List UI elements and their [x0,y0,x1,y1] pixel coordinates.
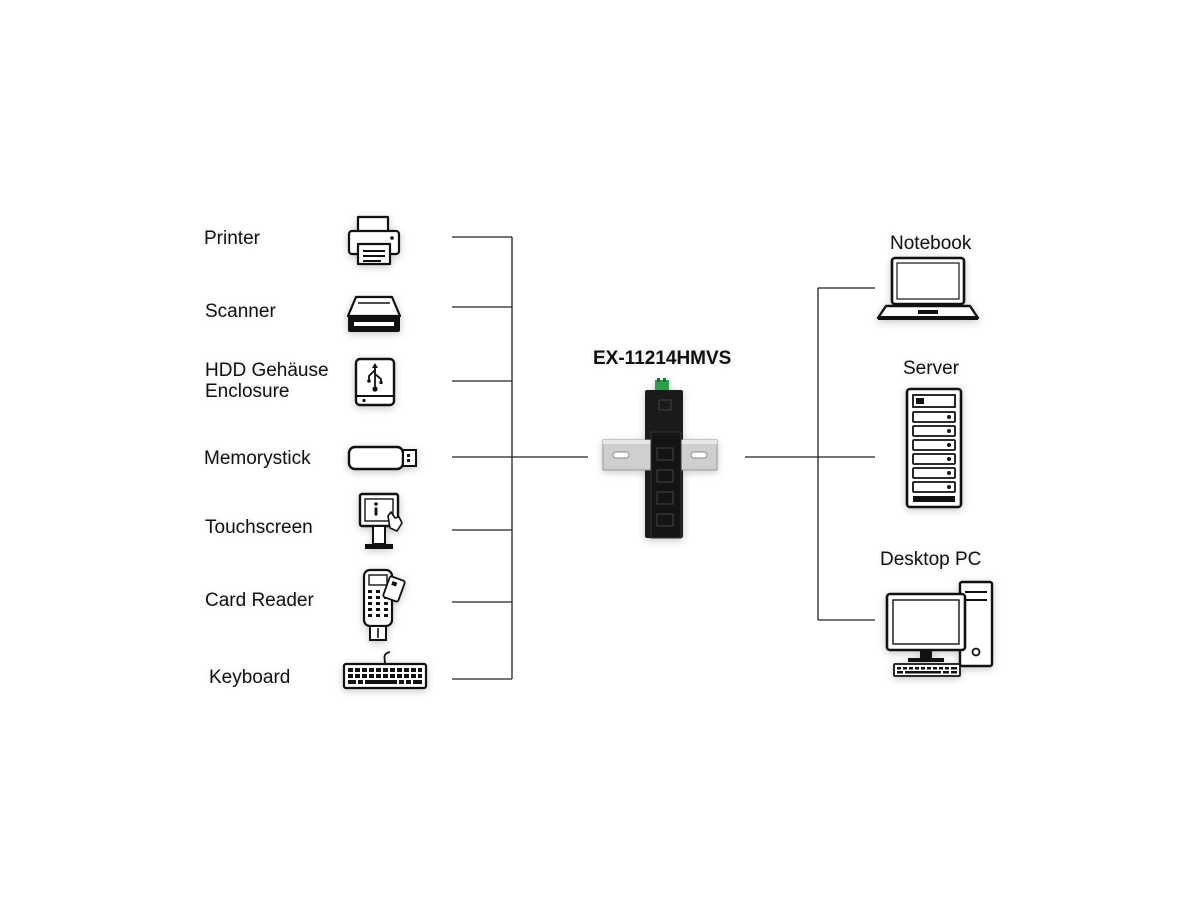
label-card-reader: Card Reader [205,590,314,611]
touchscreen-kiosk-icon [358,492,403,549]
printer-icon [347,215,401,266]
desktop-pc-icon [885,580,994,677]
hdd-enclosure-icon [354,357,396,407]
label-desktop-pc: Desktop PC [880,549,982,570]
label-keyboard: Keyboard [209,667,291,688]
label-touchscreen: Touchscreen [205,517,313,538]
din-rail-usb-hub-icon [602,378,718,539]
label-scanner: Scanner [205,301,276,322]
label-memorystick: Memorystick [204,448,311,469]
label-server: Server [903,358,959,379]
notebook-icon [876,256,980,320]
label-printer: Printer [204,228,260,249]
usb-stick-icon [347,445,417,471]
scanner-icon [346,295,402,332]
device-model-title: EX-11214HMVS [593,348,732,369]
keyboard-icon [342,651,428,690]
label-hdd-enclosure: HDD Gehäuse Enclosure [205,360,329,402]
card-reader-icon [362,568,406,641]
label-notebook: Notebook [890,233,972,254]
server-icon [905,387,963,509]
